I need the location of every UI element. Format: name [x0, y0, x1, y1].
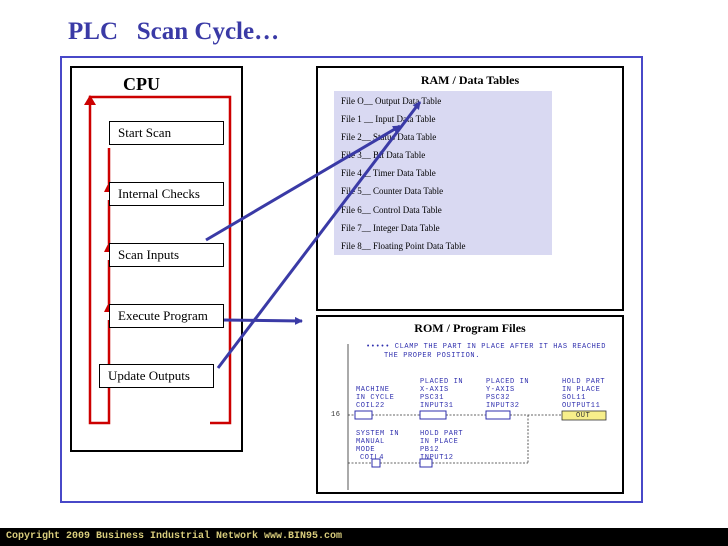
ram-file-item: File 6__ Control Data Table — [341, 205, 442, 215]
branch-col1-line1: SYSTEM IN — [356, 430, 400, 438]
output-coil — [561, 410, 607, 421]
start-scan-box: Start Scan — [109, 121, 224, 145]
update-outputs-box: Update Outputs — [99, 364, 214, 388]
branch-col1-line4: COIL4 — [360, 454, 385, 462]
page-title: PLC Scan Cycle… — [68, 18, 280, 45]
execute-program-box: Execute Program — [109, 304, 224, 328]
ram-file-item: File 7__ Integer Data Table — [341, 223, 440, 233]
contact-col3-line2: Y-AXIS — [486, 386, 515, 394]
scan-inputs-box: Scan Inputs — [109, 243, 224, 267]
coil-out-label: OUT — [576, 412, 591, 420]
ram-file-item: File O__ Output Data Table — [341, 96, 442, 106]
footer-bar: Copyright 2009 Business Industrial Netwo… — [0, 528, 728, 546]
contact-col1-line2: IN CYCLE — [356, 394, 395, 402]
arrow-update-outputs-to-output-table — [216, 101, 422, 369]
outer-frame — [60, 56, 643, 503]
branch-col2-line1: HOLD PART — [420, 430, 464, 438]
rom-title: ROM / Program Files — [414, 321, 526, 335]
contact-col2-line2: X-AXIS — [420, 386, 449, 394]
branch-col1-line3: MODE — [356, 446, 376, 454]
ram-file-list: File O__ Output Data Table File 1 __ Inp… — [334, 91, 552, 255]
arrow-scan-inputs-to-input-table — [205, 124, 401, 242]
cpu-label: CPU — [123, 74, 160, 94]
branch-col1-line2: MANUAL — [356, 438, 385, 446]
ram-file-item: File 3__ Bit Data Table — [341, 150, 426, 160]
branch-col2-line4: INPUT12 — [420, 454, 454, 462]
contact-col2-line1: PLACED IN — [420, 378, 464, 386]
contact-col3-line4: INPUT32 — [486, 402, 520, 410]
branch-col2-line2: IN PLACE — [420, 438, 459, 446]
contact-col3-line1: PLACED IN — [486, 378, 530, 386]
coil-line2: IN PLACE — [562, 386, 601, 394]
ram-file-item: File 4__ Timer Data Table — [341, 168, 436, 178]
ram-file-item: File 5__ Counter Data Table — [341, 186, 444, 196]
rung-number: 16 — [331, 411, 341, 419]
branch-col2-line3: PB12 — [420, 446, 440, 454]
ram-title: RAM / Data Tables — [420, 73, 520, 87]
rung-comment-cont: THE PROPER POSITION. — [384, 352, 481, 360]
coil-line1: HOLD PART — [562, 378, 606, 386]
rom-panel — [316, 315, 624, 494]
rung-comment: ••••• CLAMP THE PART IN PLACE AFTER IT H… — [366, 343, 607, 351]
ram-file-item: File 1 __ Input Data Table — [341, 114, 436, 124]
ram-file-item: File 2__ Status Data Table — [341, 132, 437, 142]
coil-line4: OUTPUT11 — [562, 402, 601, 410]
coil-line3: SOL11 — [562, 394, 587, 402]
copyright-text: Copyright 2009 Business Industrial Netwo… — [6, 531, 343, 542]
contact-col3-line3: PSC32 — [486, 394, 511, 402]
arrow-execute-program-to-rom — [221, 316, 303, 325]
contact-col2-line3: PSC31 — [420, 394, 445, 402]
internal-checks-box: Internal Checks — [109, 182, 224, 206]
contact-col1-line1: MACHINE — [356, 386, 390, 394]
contact-col1-line3: COIL22 — [356, 402, 385, 410]
contact-col2-line4: INPUT31 — [420, 402, 454, 410]
ram-file-item: File 8__ Floating Point Data Table — [341, 241, 466, 251]
